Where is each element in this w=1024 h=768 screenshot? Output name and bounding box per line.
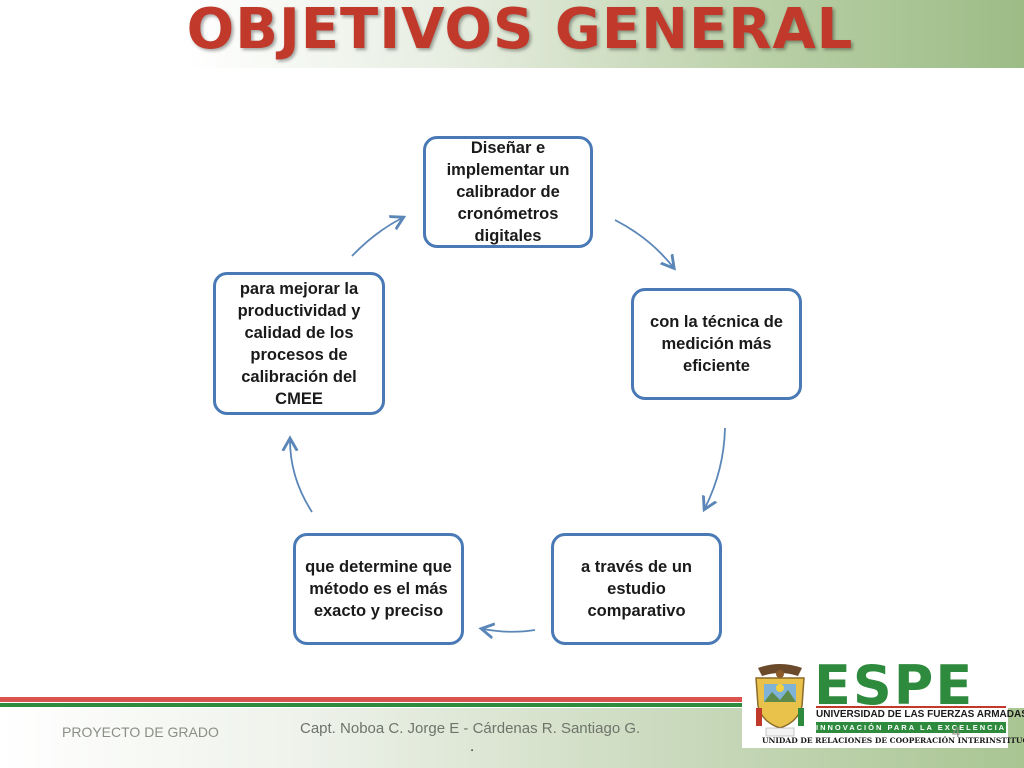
arrow-5-to-1 <box>351 218 402 257</box>
cycle-node-design: Diseñar e implementar un calibrador de c… <box>423 136 593 248</box>
page-number: 4 <box>952 724 961 741</box>
cycle-node-improve: para mejorar la productividad y calidad … <box>213 272 385 415</box>
university-motto: INNOVACIÓN PARA LA EXCELENCIA <box>816 722 1007 733</box>
cycle-node-method: que determine que método es el más exact… <box>293 533 464 645</box>
cycle-node-label: con la técnica de medición más eficiente <box>650 313 783 375</box>
cycle-node-technique: con la técnica de medición más eficiente <box>631 288 802 400</box>
cycle-arrows <box>0 0 726 700</box>
ecuador-shield-icon <box>755 664 805 737</box>
university-name: UNIVERSIDAD DE LAS FUERZAS ARMADAS <box>816 706 1024 721</box>
cycle-node-study: a través de un estudio comparativo <box>551 533 722 645</box>
arrow-1-to-2 <box>614 219 673 267</box>
cycle-node-label: Diseñar e implementar un calibrador de c… <box>446 139 570 245</box>
espe-logo: ESPE UNIVERSIDAD DE LAS FUERZAS ARMADAS … <box>742 654 1024 748</box>
title-band <box>0 0 1024 68</box>
unit-name: UNIDAD DE RELACIONES DE COOPERACIÓN INTE… <box>762 736 1024 745</box>
cycle-node-label: a través de un estudio comparativo <box>581 558 692 620</box>
arrow-2-to-3 <box>705 427 726 508</box>
cycle-node-label: para mejorar la productividad y calidad … <box>237 279 361 408</box>
arrow-4-to-5 <box>290 440 313 513</box>
footer-dot: . <box>470 738 475 755</box>
arrow-3-to-4 <box>483 629 536 632</box>
footer-project-label: PROYECTO DE GRADO <box>62 724 219 740</box>
cycle-node-label: que determine que método es el más exact… <box>305 558 452 620</box>
espe-wordmark: ESPE <box>814 654 975 717</box>
footer-authors: Capt. Noboa C. Jorge E - Cárdenas R. San… <box>300 720 641 737</box>
slide-title: OBJETIVOS GENERAL <box>186 0 854 62</box>
footer-stripe-green <box>0 703 750 707</box>
footer-stripe-red <box>0 697 750 702</box>
